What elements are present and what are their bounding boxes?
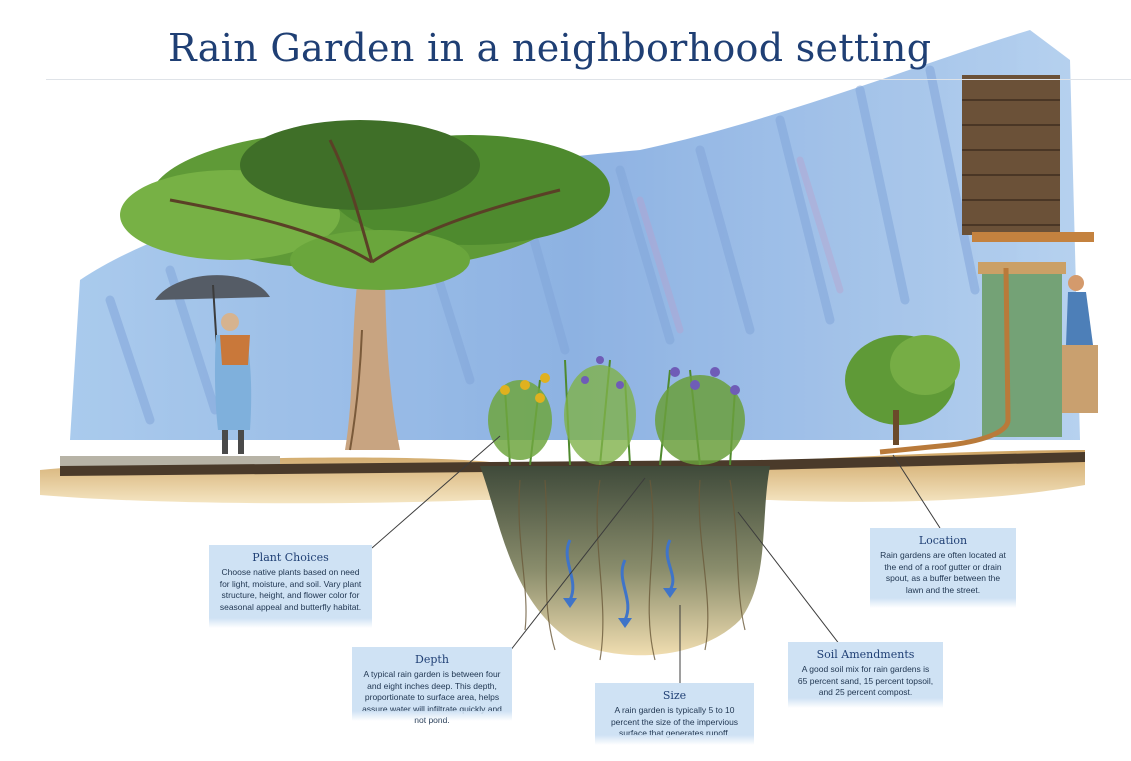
callout-text: Rain gardens are often located at the en… [880, 550, 1006, 595]
infiltration-arrows [565, 539, 675, 621]
house [962, 75, 1098, 437]
callout-heading: Location [918, 534, 968, 547]
callout-heading: Plant Choices [252, 551, 329, 564]
callout-text: A typical rain garden is between four an… [362, 669, 502, 725]
callout-heading: Soil Amendments [816, 648, 915, 661]
callout-text: A good soil mix for rain gardens is 65 p… [797, 664, 934, 697]
callout-soil-amendments: Soil Amendments A good soil mix for rain… [788, 642, 943, 708]
callout-text: A rain garden is typically 5 to 10 perce… [610, 705, 739, 738]
topsoil [60, 452, 1085, 476]
callout-location: Location Rain gardens are often located … [870, 528, 1016, 608]
shrub [845, 335, 960, 445]
callout-depth: Depth A typical rain garden is between f… [352, 647, 512, 725]
callout-size: Size A rain garden is typically 5 to 10 … [595, 683, 754, 745]
sidewalk [60, 456, 280, 466]
person-with-umbrella [155, 275, 270, 454]
leader-lines [371, 435, 941, 686]
callout-plant-choices: Plant Choices Choose native plants based… [209, 545, 372, 628]
callout-heading: Size [662, 689, 687, 702]
callout-text: Choose native plants based on need for l… [219, 567, 362, 612]
page-title: Rain Garden in a neighborhood setting [168, 26, 932, 70]
downspout [879, 267, 1011, 455]
roots [518, 479, 746, 661]
title-divider [46, 79, 1131, 80]
callout-heading: Depth [415, 653, 449, 666]
arrowheads [563, 588, 677, 628]
tree [120, 120, 610, 451]
garden-plants [488, 356, 745, 466]
